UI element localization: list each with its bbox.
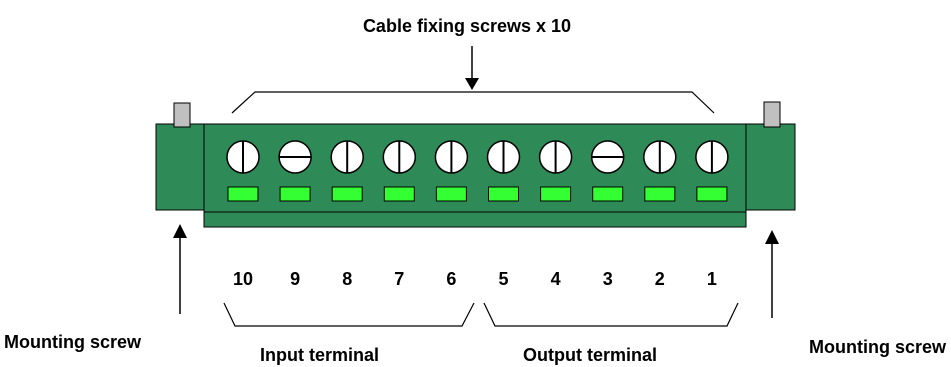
terminal-number: 7	[394, 269, 404, 289]
cable-fixing-screw	[643, 140, 677, 174]
terminal-number: 1	[707, 269, 717, 289]
output-bracket	[483, 302, 739, 327]
cable-screws-label: Cable fixing screws x 10	[363, 16, 571, 36]
right-mounting-ear	[744, 123, 796, 211]
terminal-number: 2	[655, 269, 665, 289]
cable-fixing-screw	[278, 140, 312, 174]
cable-fixing-screw	[330, 140, 364, 174]
cable-fixing-screw	[434, 140, 469, 174]
right-mount-arrow	[765, 230, 779, 318]
cable-fixing-screw	[486, 140, 521, 174]
terminal-indicator	[383, 186, 415, 202]
mounting-screw-right-label: Mounting screw	[809, 337, 947, 357]
terminal-indicator	[540, 186, 572, 202]
terminal-indicator	[279, 186, 311, 202]
left-mounting-screw-head	[173, 102, 191, 128]
input-bracket	[223, 302, 475, 327]
left-mounting-ear	[155, 123, 207, 211]
cable-fixing-screws	[226, 140, 729, 174]
cable-fixing-screw	[226, 140, 260, 174]
left-mount-arrow	[173, 224, 187, 314]
terminal-numbers: 10 9 8 7 6 5 4 3 2 1	[233, 269, 717, 289]
top-arrow	[465, 46, 479, 90]
terminal-number: 4	[551, 269, 561, 289]
cable-fixing-screw	[590, 140, 625, 174]
screws-bracket	[231, 91, 715, 114]
cable-fixing-screw	[382, 140, 417, 174]
terminal-block-base	[203, 211, 747, 228]
terminal-number: 8	[342, 269, 352, 289]
terminal-number: 6	[446, 269, 456, 289]
terminal-indicator	[331, 186, 363, 202]
mounting-screw-left-label: Mounting screw	[4, 332, 142, 352]
cable-fixing-screw	[538, 140, 573, 174]
terminal-indicator	[435, 186, 467, 202]
terminal-indicator	[592, 186, 624, 202]
input-terminal-label: Input terminal	[260, 345, 379, 365]
cable-fixing-screw	[695, 140, 729, 174]
terminal-number: 10	[233, 269, 253, 289]
right-mounting-screw-head	[763, 101, 781, 128]
terminal-indicators	[227, 186, 728, 202]
terminal-indicator	[227, 186, 259, 202]
output-terminal-label: Output terminal	[523, 345, 657, 365]
terminal-number: 9	[290, 269, 300, 289]
terminal-number: 5	[498, 269, 508, 289]
terminal-indicator	[644, 186, 676, 202]
terminal-indicator	[488, 186, 519, 202]
terminal-number: 3	[603, 269, 613, 289]
terminal-indicator	[696, 186, 728, 202]
